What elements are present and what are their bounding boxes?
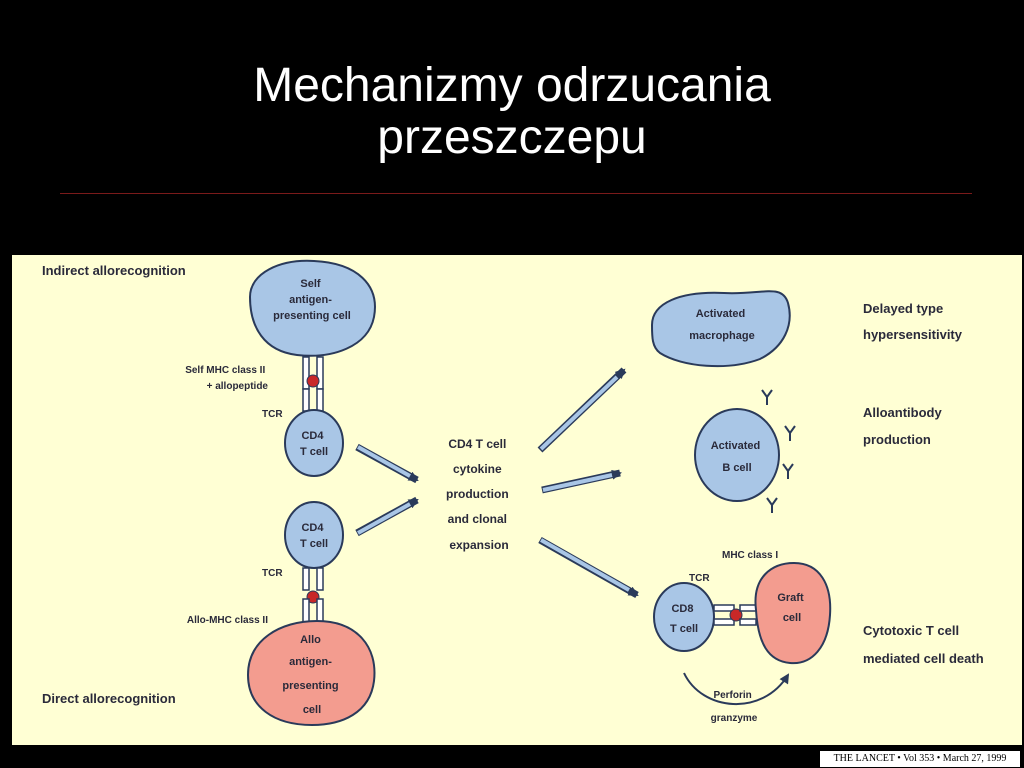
center-process-label: CD4 T cell cytokine production and clona… [446, 437, 512, 552]
indirect-allorecognition-label: Indirect allorecognition [42, 263, 186, 278]
cd8-label: CD8 T cell [670, 603, 698, 635]
title-line-1: Mechanizmy odrzucania [253, 59, 771, 112]
arrows-to-center [355, 443, 419, 537]
self-mhc-tcr-complex [302, 356, 324, 412]
allo-apc-cell [246, 619, 376, 727]
direct-allorecognition-label: Direct allorecognition [42, 691, 176, 706]
self-apc-label: Self antigen- presenting cell [273, 278, 351, 322]
antibody-icons [761, 389, 796, 513]
tcr-bottom-label: TCR [262, 568, 283, 579]
macrophage-label: Activated macrophage [689, 308, 754, 342]
allo-mhc-label: Allo-MHC class II [187, 615, 268, 626]
cd4-top-label: CD4 T cell [300, 430, 328, 458]
cd4-t-cell-bottom [284, 501, 344, 569]
graft-cell [754, 561, 832, 665]
tcr-right-label: TCR [689, 573, 710, 584]
perforin-arrow [683, 672, 790, 706]
allo-apc-label: Allo antigen- presenting cell [282, 634, 341, 716]
cd4-bottom-label: CD4 T cell [300, 522, 328, 550]
activated-b-cell [694, 408, 780, 502]
allo-mhc-tcr-complex [302, 567, 324, 624]
activated-macrophage [650, 290, 791, 368]
cd8-t-cell [653, 582, 715, 652]
slide-title: Mechanizmy odrzucania przeszczepu [0, 60, 1024, 164]
self-apc-cell [248, 259, 376, 357]
rejection-mechanism-figure: Indirect allorecognition Direct alloreco… [12, 255, 1022, 745]
title-divider [60, 193, 972, 194]
outcome-dth-label: Delayed type hypersensitivity [863, 301, 963, 342]
title-line-2: przeszczepu [377, 111, 647, 164]
source-citation: THE LANCET • Vol 353 • March 27, 1999 [820, 751, 1020, 767]
outcome-antibody-label: Alloantibody production [863, 405, 945, 447]
self-mhc-label: Self MHC class II + allopeptide [185, 365, 268, 392]
tcr-top-label: TCR [262, 409, 283, 420]
diagram-svg: Indirect allorecognition Direct alloreco… [42, 259, 984, 727]
graft-cell-label: Graft cell [777, 592, 806, 624]
outcome-ctl-label: Cytotoxic T cell mediated cell death [863, 623, 984, 666]
cd4-t-cell-top [284, 409, 344, 477]
b-cell-label: Activated B cell [711, 440, 764, 474]
mhc-class-i-label: MHC class I [722, 550, 778, 561]
perforin-label: Perforin granzyme [711, 690, 758, 724]
mhc-class-i-tcr-complex [713, 604, 757, 626]
